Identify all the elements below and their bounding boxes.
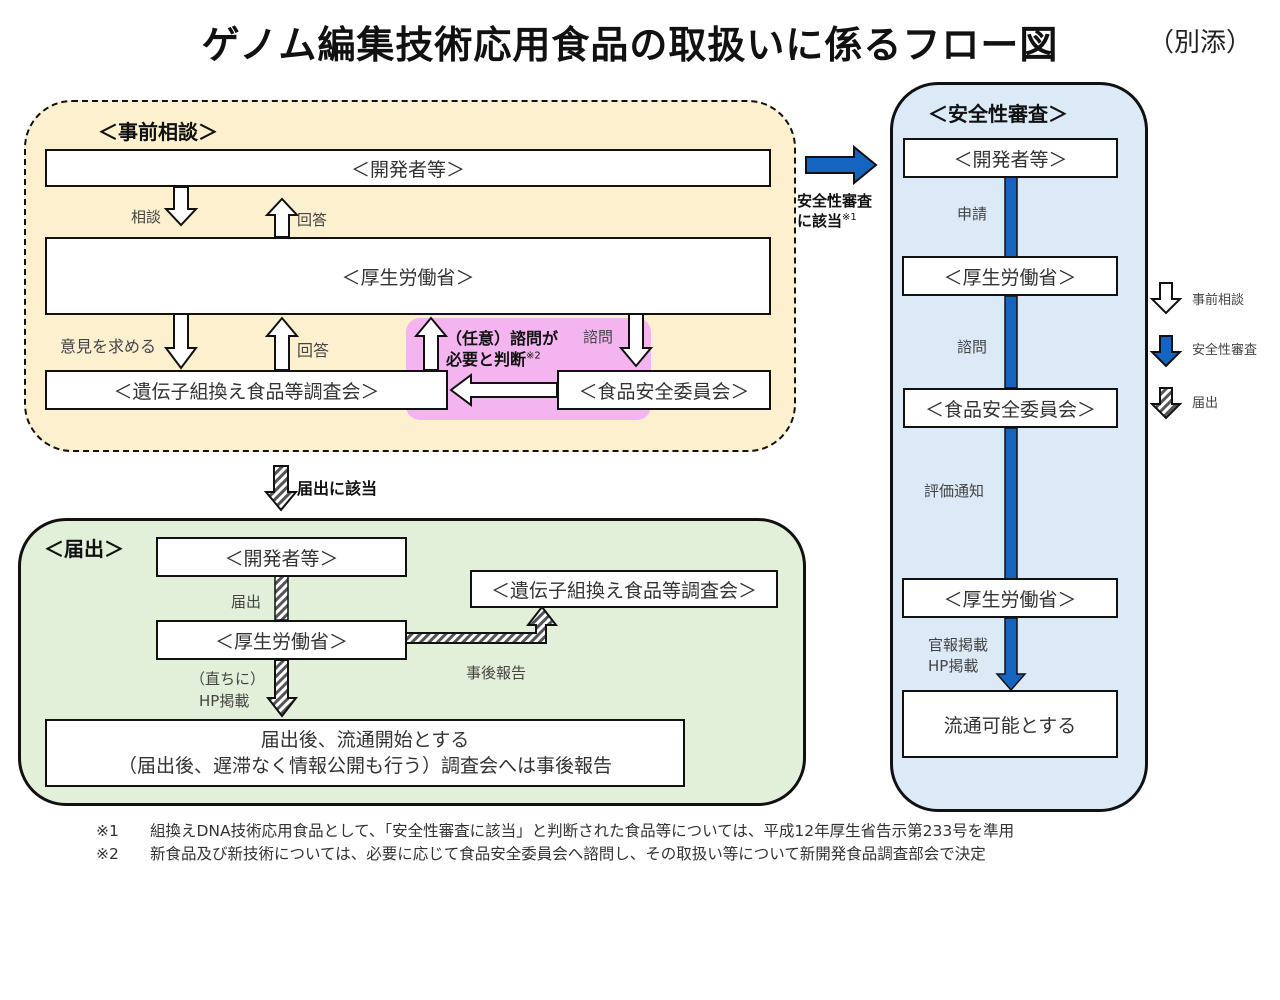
safety-flow-bar-1	[1004, 175, 1018, 259]
opinion-down-arrow-icon	[164, 313, 198, 370]
notification-heading: ＜届出＞	[44, 537, 124, 561]
safety-flow-arrow-icon	[995, 617, 1027, 692]
legend-hatched-arrow-icon	[1149, 387, 1183, 420]
optional-line2: 必要と判断※2	[446, 346, 541, 370]
to-safety-line2: に該当※1	[797, 210, 857, 231]
legend-safety: 安全性審査	[1192, 343, 1258, 358]
to-notification-arrow-icon	[263, 465, 299, 512]
answer2-up-arrow-icon	[264, 316, 300, 371]
footnote-1: ※1 組換えDNA技術応用食品として、「安全性審査に該当」と判断された食品等につ…	[96, 820, 1014, 843]
consult-label: 相談	[131, 208, 162, 226]
legend-blue-arrow-icon	[1149, 335, 1183, 368]
footnote-2-text: 新食品及び新技術については、必要に応じて食品安全委員会へ諮問し、その取扱い等につ…	[150, 845, 986, 863]
safety-developer-box: ＜開発者等＞	[903, 138, 1118, 178]
legend-white-arrow-icon	[1149, 282, 1183, 315]
to-notification-label: 届出に該当	[297, 479, 378, 498]
report-label: 事後報告	[466, 664, 527, 682]
inquiry-step-label: 諮問	[957, 338, 988, 356]
safety-mhlw-box-1: ＜厚生労働省＞	[902, 256, 1118, 296]
legend-consultation: 事前相談	[1192, 293, 1245, 308]
answer-up-arrow-icon	[264, 197, 300, 238]
apply-label: 申請	[957, 205, 988, 223]
notify-mhlw-box: ＜厚生労働省＞	[156, 620, 407, 660]
result-line2: （届出後、遅滞なく情報公開も行う）調査会へは事後報告	[117, 755, 612, 777]
footnote-ref-2: ※2	[526, 350, 541, 362]
attachment-label: （別添）	[1148, 28, 1253, 58]
report-elbow-arrow-icon	[405, 605, 559, 644]
result-line1: 届出後、流通開始とする	[260, 729, 470, 751]
consult-council-box: ＜遺伝子組換え食品等調査会＞	[45, 370, 448, 410]
to-safety-line2-text: に該当	[797, 212, 843, 230]
inquiry-label: 諮問	[583, 328, 614, 346]
footnote-2: ※2 新食品及び新技術については、必要に応じて食品安全委員会へ諮問し、その取扱い…	[96, 843, 1014, 866]
safety-heading: ＜安全性審査＞	[928, 102, 1068, 126]
consult-developer-box: ＜開発者等＞	[45, 149, 771, 187]
to-safety-arrow-icon	[805, 144, 878, 186]
publish-line2: HP掲載	[928, 657, 979, 675]
notify-connector-icon	[274, 575, 289, 621]
safety-mhlw-box-2: ＜厚生労働省＞	[902, 578, 1118, 618]
notify-label: 届出	[231, 593, 262, 611]
answer2-label: 回答	[297, 341, 330, 360]
consultation-heading: ＜事前相談＞	[98, 120, 218, 144]
fsc-to-council-arrow-icon	[449, 373, 558, 407]
hp-line1: （直ちに）	[190, 670, 266, 688]
inquiry-down-arrow-icon	[618, 313, 654, 368]
consult-down-arrow-icon	[163, 186, 199, 227]
footnote-1-mark: ※1	[96, 822, 119, 840]
page-title: ゲノム編集技術応用食品の取扱いに係るフロー図	[201, 23, 1059, 67]
answer-label: 回答	[297, 211, 328, 229]
legend-notification: 届出	[1192, 396, 1219, 411]
opinion-label: 意見を求める	[60, 337, 157, 356]
notify-council-box: ＜遺伝子組換え食品等調査会＞	[470, 570, 778, 608]
hp-down-arrow-icon	[265, 659, 299, 718]
evaluation-label: 評価通知	[924, 482, 985, 500]
safety-flow-bar-3	[1004, 427, 1018, 581]
footnotes: ※1 組換えDNA技術応用食品として、「安全性審査に該当」と判断された食品等につ…	[96, 820, 1014, 866]
optional-up-arrow-icon	[413, 316, 449, 371]
footnote-2-mark: ※2	[96, 845, 119, 863]
notify-result-box: 届出後、流通開始とする （届出後、遅滞なく情報公開も行う）調査会へは事後報告	[45, 719, 685, 787]
consult-mhlw-box: ＜厚生労働省＞	[45, 237, 771, 315]
notify-developer-box: ＜開発者等＞	[156, 537, 407, 577]
hp-line2: HP掲載	[199, 692, 250, 710]
to-safety-line1: 安全性審査	[797, 192, 873, 210]
safety-fsc-box: ＜食品安全委員会＞	[903, 388, 1118, 428]
publish-line1: 官報掲載	[928, 636, 989, 654]
safety-result-box: 流通可能とする	[902, 690, 1118, 758]
footnote-ref-1: ※1	[842, 212, 857, 223]
safety-flow-bar-2	[1004, 295, 1018, 389]
footnote-1-text: 組換えDNA技術応用食品として、「安全性審査に該当」と判断された食品等については…	[150, 822, 1015, 840]
optional-line1: （任意）諮問が	[446, 329, 559, 348]
consult-fsc-box: ＜食品安全委員会＞	[557, 370, 771, 410]
optional-line2-text: 必要と判断	[446, 350, 527, 369]
